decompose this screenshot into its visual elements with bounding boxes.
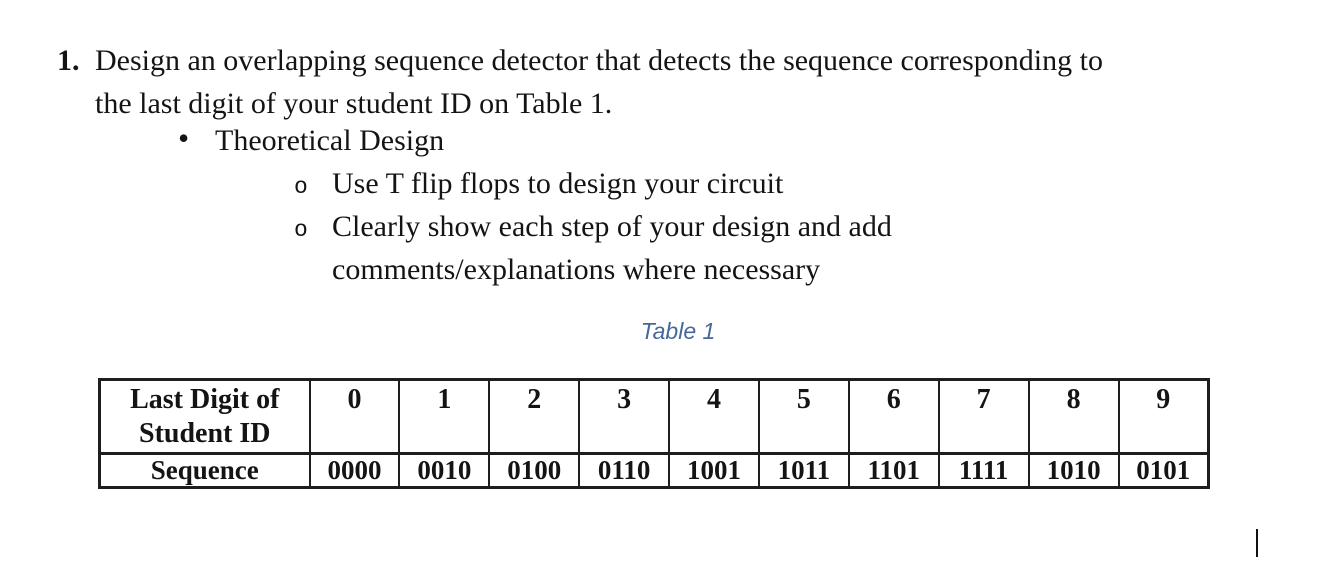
digit-header-cell[interactable]: 1 [398, 378, 491, 455]
sequence-cell[interactable]: 0000 [308, 452, 401, 489]
digit-header-cell[interactable]: 7 [937, 378, 1030, 455]
list-item-number: 1. [57, 44, 80, 77]
row-header-last-digit[interactable]: Last Digit of Student ID [98, 378, 311, 455]
table-row: Last Digit of Student ID 0 1 2 3 4 5 6 7… [98, 378, 1210, 455]
table-caption: Table 1 [640, 318, 716, 344]
question-text-line-2: the last digit of your student ID on Tab… [95, 87, 613, 120]
sequence-cell[interactable]: 1111 [937, 452, 1030, 489]
sequence-cell[interactable]: 0101 [1117, 452, 1210, 489]
sub-bullet-use-t-flip-flops: Use T flip flops to design your circuit [332, 167, 784, 200]
bullet-icon: • [178, 120, 190, 156]
text-cursor [1256, 529, 1258, 557]
row-header-sequence[interactable]: Sequence [98, 452, 311, 489]
table-row: Sequence 0000 0010 0100 0110 1001 1011 1… [98, 452, 1210, 489]
table-1: Last Digit of Student ID 0 1 2 3 4 5 6 7… [98, 378, 1210, 489]
digit-header-cell[interactable]: 6 [847, 378, 940, 455]
sub-bullet-clearly-show-line-2: comments/explanations where necessary [332, 253, 821, 286]
sequence-cell[interactable]: 1011 [757, 452, 850, 489]
digit-header-cell[interactable]: 9 [1117, 378, 1210, 455]
circle-bullet-icon: o [294, 217, 308, 243]
digit-header-cell[interactable]: 5 [757, 378, 850, 455]
circle-bullet-icon: o [294, 174, 308, 200]
sequence-cell[interactable]: 0100 [488, 452, 581, 489]
sub-bullet-clearly-show-line-1: Clearly show each step of your design an… [332, 210, 892, 243]
digit-header-cell[interactable]: 8 [1027, 378, 1120, 455]
sequence-cell[interactable]: 1010 [1027, 452, 1120, 489]
digit-header-cell[interactable]: 0 [308, 378, 401, 455]
bullet-item-theoretical-design: Theoretical Design [215, 124, 445, 157]
digit-header-cell[interactable]: 2 [488, 378, 581, 455]
sequence-cell[interactable]: 0010 [398, 452, 491, 489]
digit-header-cell[interactable]: 4 [668, 378, 760, 455]
digit-header-cell[interactable]: 3 [578, 378, 671, 455]
sequence-cell[interactable]: 1001 [668, 452, 760, 489]
sequence-cell[interactable]: 0110 [578, 452, 671, 489]
sequence-cell[interactable]: 1101 [847, 452, 940, 489]
question-text-line-1: Design an overlapping sequence detector … [95, 44, 1103, 77]
